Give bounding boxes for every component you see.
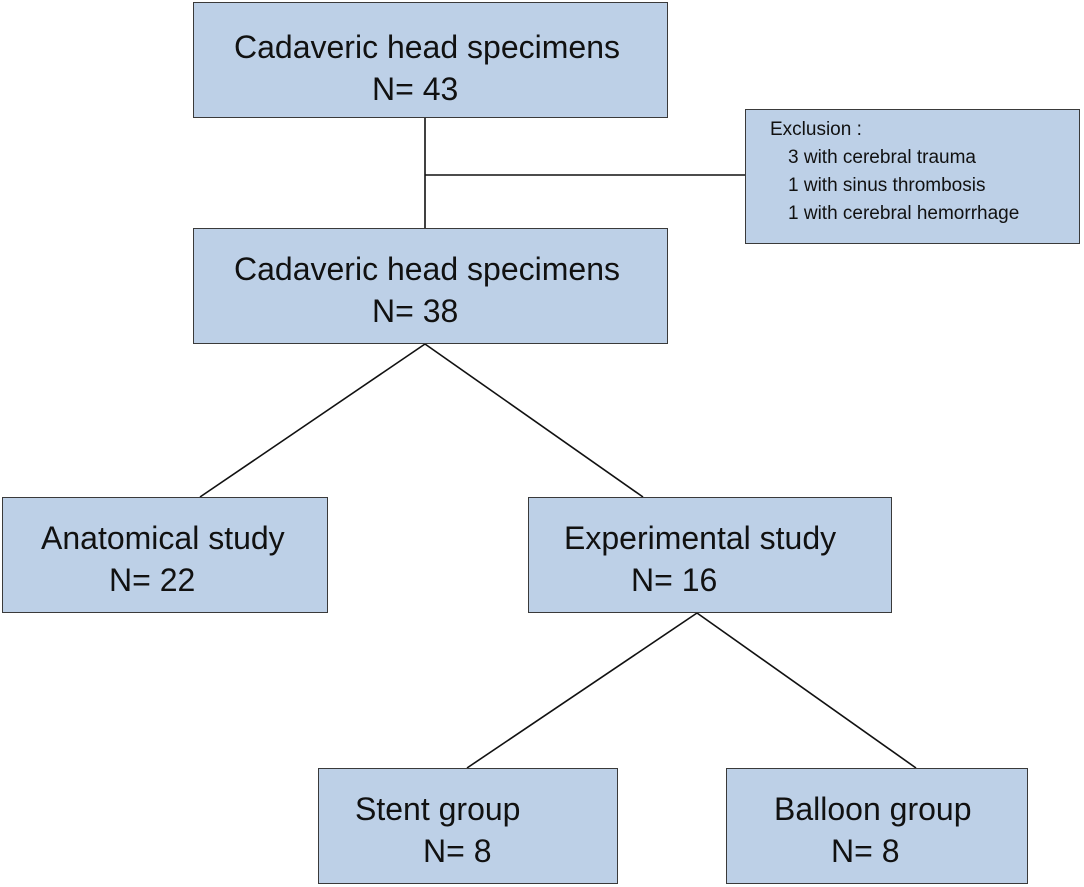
exclusion-item: 1 with sinus thrombosis — [788, 175, 986, 196]
exclusion-heading: Exclusion : — [770, 119, 862, 140]
exclusion-item: 1 with cerebral hemorrhage — [788, 203, 1020, 224]
box-count: N= 16 — [631, 562, 718, 598]
box-balloon-group: Balloon group N= 8 — [726, 768, 1028, 884]
box-count: N= 8 — [423, 833, 492, 869]
connector-experimental-to-balloon — [696, 612, 917, 769]
box-title: Anatomical study — [41, 520, 285, 556]
connector-experimental-to-stent — [466, 612, 698, 769]
box-count: N= 43 — [372, 71, 459, 107]
box-total-specimens: Cadaveric head specimens N= 43 — [193, 2, 668, 118]
box-title: Cadaveric head specimens — [234, 251, 620, 287]
box-title: Experimental study — [564, 520, 837, 556]
box-count: N= 38 — [372, 293, 459, 329]
box-title: Cadaveric head specimens — [234, 29, 620, 65]
box-exclusion: Exclusion : 3 with cerebral trauma 1 wit… — [745, 109, 1080, 244]
connector-included-to-anatomical — [199, 343, 426, 498]
box-experimental-study: Experimental study N= 16 — [528, 497, 892, 613]
box-stent-group: Stent group N= 8 — [318, 768, 618, 884]
connector-included-to-experimental — [424, 343, 644, 498]
box-title: Stent group — [355, 791, 521, 827]
box-count: N= 22 — [109, 562, 196, 598]
box-title: Balloon group — [774, 791, 972, 827]
box-included-specimens: Cadaveric head specimens N= 38 — [193, 228, 668, 344]
exclusion-item: 3 with cerebral trauma — [788, 147, 976, 168]
box-anatomical-study: Anatomical study N= 22 — [2, 497, 328, 613]
box-count: N= 8 — [831, 833, 900, 869]
